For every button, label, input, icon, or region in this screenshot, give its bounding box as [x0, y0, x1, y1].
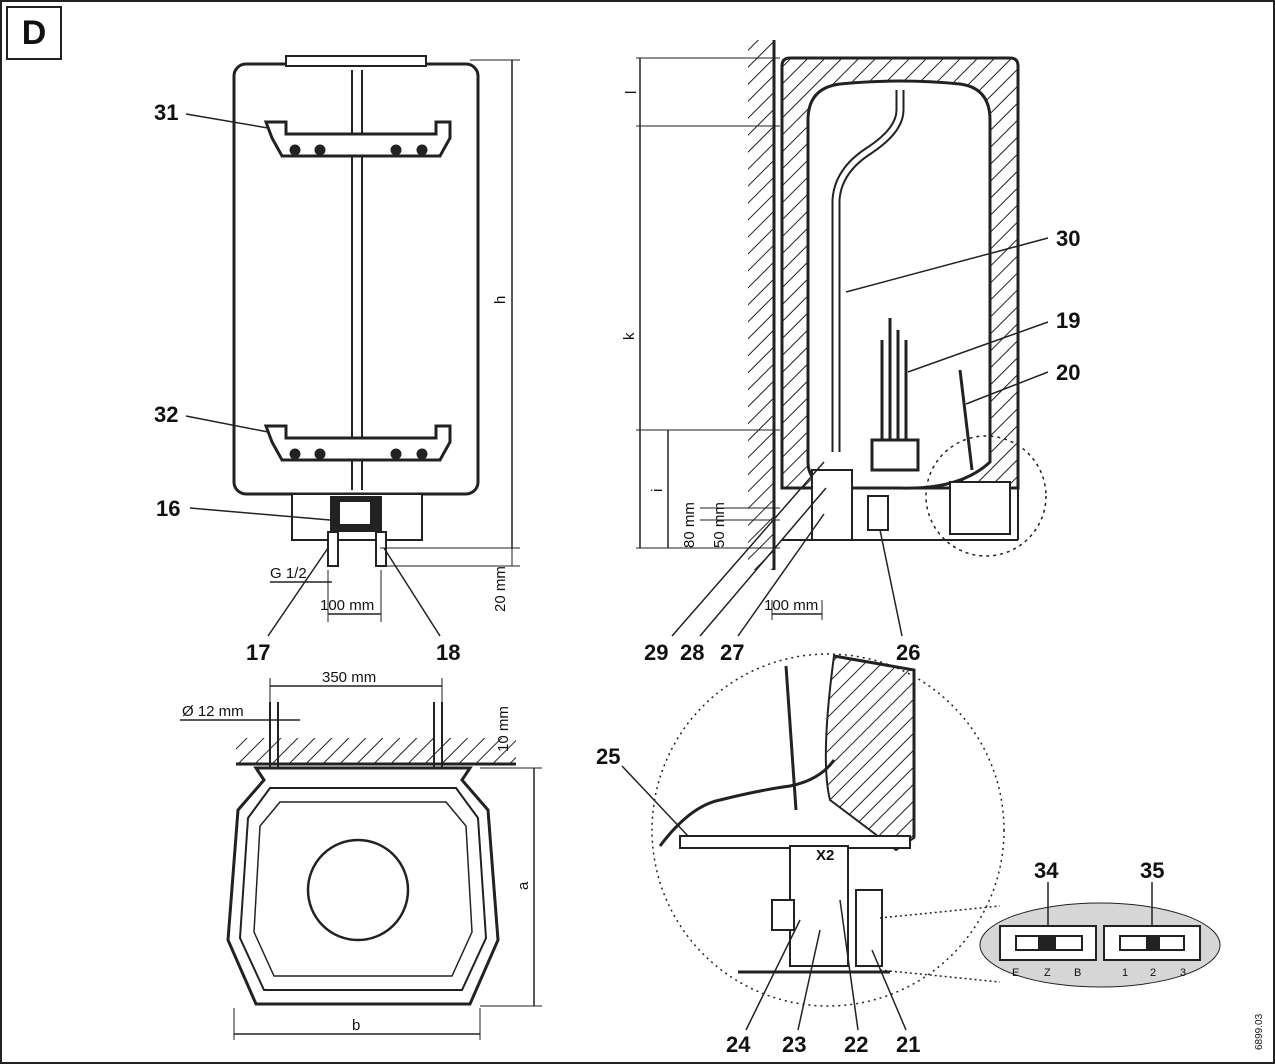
wall-hatch-top — [236, 738, 516, 764]
dim-thread: G 1/2 — [270, 565, 307, 582]
callout-16: 16 — [156, 496, 180, 521]
detail-circle — [651, 653, 1005, 1007]
dim-k: k — [621, 332, 638, 340]
switch-34-pos-1: E — [1012, 967, 1019, 979]
mounting-bracket-bottom — [263, 424, 452, 462]
document-code: 6899.03 — [1254, 1013, 1265, 1050]
pipe-inlet — [327, 531, 339, 567]
callout-32: 32 — [154, 402, 178, 427]
switch-35-pos-2: 2 — [1150, 967, 1156, 979]
thermostat-sensor — [958, 369, 974, 471]
callout-34: 34 — [1034, 858, 1059, 883]
heating-element — [870, 318, 920, 472]
callout-31: 31 — [154, 100, 178, 125]
top-view: 350 mm Ø 12 mm 10 mm a b — [180, 669, 542, 1040]
switch-34-pos-2: Z — [1044, 967, 1051, 979]
dim-wall-gap: 10 mm — [495, 706, 512, 752]
dim-spacing-side: 100 mm — [764, 597, 818, 614]
terminal-block — [789, 845, 849, 967]
front-disc — [306, 838, 410, 942]
callout-23: 23 — [782, 1032, 806, 1057]
wall-hatch-side — [748, 40, 774, 570]
dim-width: 350 mm — [322, 669, 376, 686]
callout-30: 30 — [1056, 226, 1080, 251]
callout-35: 35 — [1140, 858, 1164, 883]
callout-28: 28 — [680, 640, 704, 665]
front-view: h 20 mm G 1/2 100 mm 31 32 16 17 18 — [154, 55, 520, 665]
mounting-bracket-top — [263, 120, 452, 158]
callout-29: 29 — [644, 640, 668, 665]
switch-35-pos-1: 1 — [1122, 967, 1128, 979]
dim-l: l — [623, 91, 640, 94]
dim-a: a — [515, 881, 532, 890]
callout-25: 25 — [596, 744, 620, 769]
dim-bottom-gap: 20 mm — [492, 566, 509, 612]
dim-50mm: 50 mm — [711, 502, 728, 548]
callout-22: 22 — [844, 1032, 868, 1057]
switch-detail-ellipse — [979, 902, 1221, 988]
dim-spacing-front: 100 mm — [320, 597, 374, 614]
callout-20: 20 — [1056, 360, 1080, 385]
side-section-view: l k i 80 mm 50 mm 100 mm 30 19 20 29 28 … — [621, 40, 1080, 665]
switch-34-pos-3: B — [1074, 967, 1081, 979]
callout-21: 21 — [896, 1032, 920, 1057]
dim-i: i — [649, 489, 666, 492]
callout-18: 18 — [436, 640, 460, 665]
dim-h: h — [492, 296, 509, 304]
switch-35-pos-3: 3 — [1180, 967, 1186, 979]
detail-view: X2 25 24 23 22 21 E Z B 1 2 3 34 35 — [596, 653, 1221, 1057]
callout-27: 27 — [720, 640, 744, 665]
dim-80mm: 80 mm — [681, 502, 698, 548]
terminal-label: X2 — [816, 847, 834, 864]
callout-17: 17 — [246, 640, 270, 665]
callout-26: 26 — [896, 640, 920, 665]
callout-24: 24 — [726, 1032, 751, 1057]
dim-b: b — [352, 1017, 360, 1034]
callout-19: 19 — [1056, 308, 1080, 333]
panel-letter-badge: D — [6, 6, 62, 60]
dim-hole-diameter: Ø 12 mm — [182, 703, 244, 720]
